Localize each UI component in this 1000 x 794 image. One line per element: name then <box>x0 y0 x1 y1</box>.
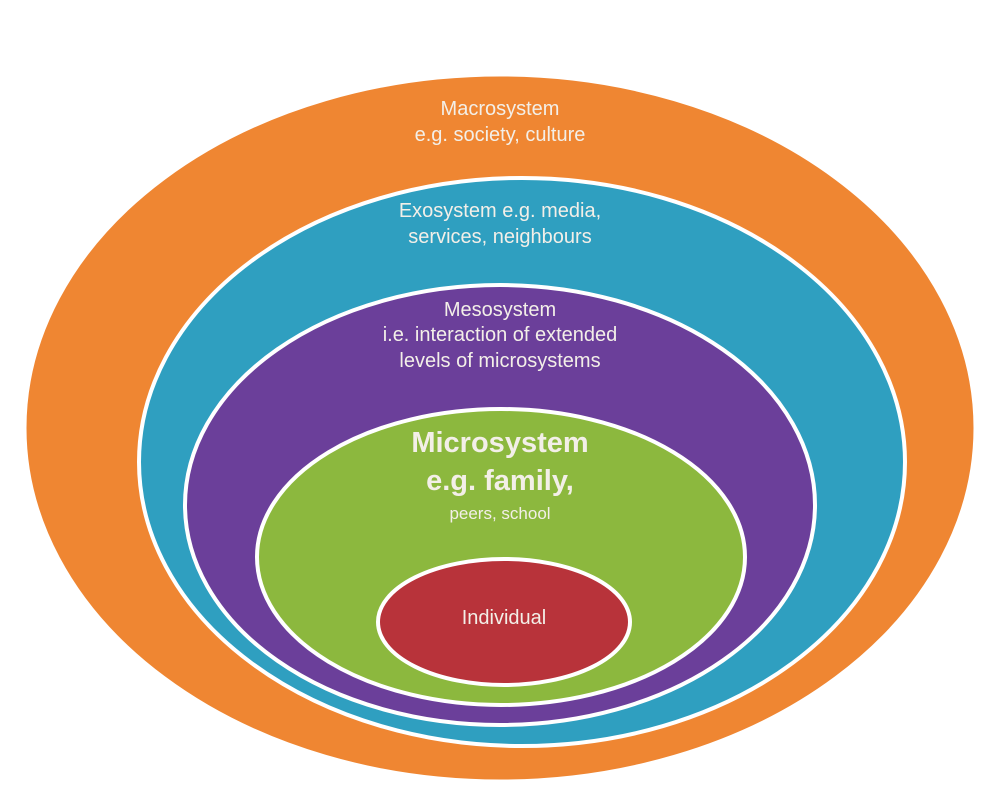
individual-title: Individual <box>461 607 547 629</box>
macrosystem-example: e.g. society, culture <box>414 124 586 146</box>
mesosystem-desc-2: levels of microsystems <box>399 349 601 372</box>
microsystem-label: Microsystem e.g. family, peers, school <box>0 424 1000 528</box>
individual-label: Individual <box>4 605 1000 631</box>
microsystem-title: Microsystem <box>411 427 589 459</box>
macrosystem-label: Macrosystem e.g. society, culture <box>0 96 1000 148</box>
mesosystem-label: Mesosystem i.e. interaction of extended … <box>0 298 1000 374</box>
mesosystem-desc-1: i.e. interaction of extended <box>382 324 618 347</box>
exosystem-title: Exosystem e.g. media, <box>398 200 602 222</box>
exosystem-label: Exosystem e.g. media, services, neighbou… <box>0 198 1000 250</box>
macrosystem-title: Macrosystem <box>440 98 560 120</box>
exosystem-example: services, neighbours <box>408 226 592 248</box>
mesosystem-title: Mesosystem <box>443 299 557 321</box>
microsystem-example-1: e.g. family, <box>426 465 574 497</box>
individual-ellipse <box>376 557 632 687</box>
microsystem-example-2: peers, school <box>449 504 551 523</box>
